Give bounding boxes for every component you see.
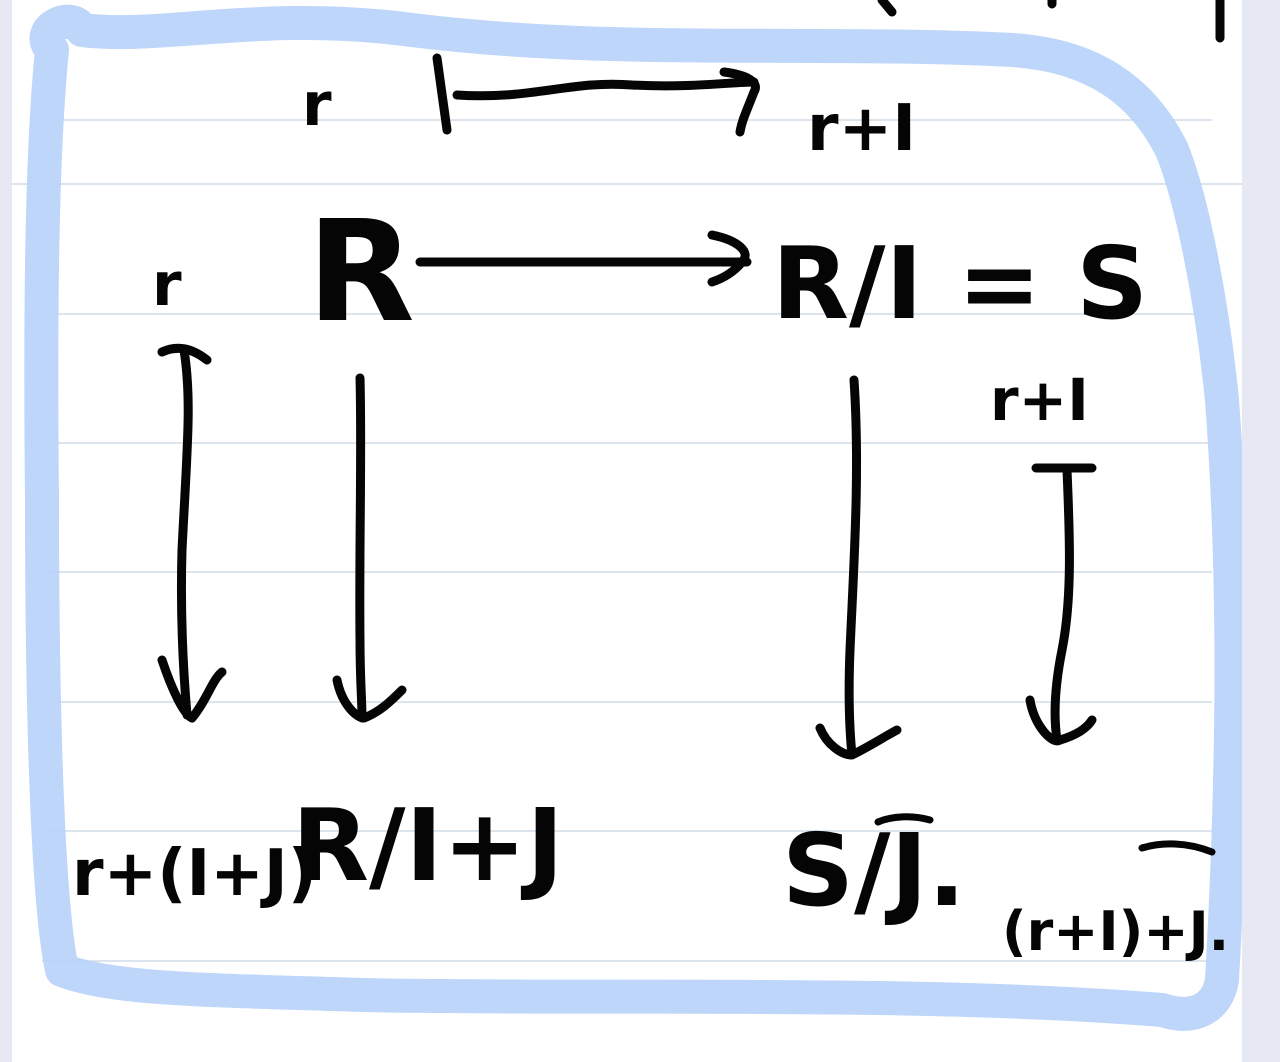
handwritten-diagram: r+I --> r r+I R/I = S --> r R R/I = S r+… <box>12 0 1242 1031</box>
left-double-arrow <box>157 343 227 723</box>
top-left-label: r <box>302 70 332 140</box>
stray-marks <box>877 0 1225 43</box>
left-margin-label: r <box>152 250 182 320</box>
top-map-arrow <box>432 53 760 137</box>
node-R: R <box>307 191 415 354</box>
S-down-arrow <box>815 375 902 760</box>
bottom-left-label: r+(I+J) <box>72 837 317 911</box>
right-down-arrow <box>1025 463 1097 746</box>
main-row: r R R/I = S <box>152 191 1148 354</box>
node-S-over-J: S/J. <box>782 812 966 929</box>
R-down-arrow <box>332 373 407 723</box>
bottom-right-label: (r+I)+J. <box>1002 900 1229 963</box>
node-R-over-I: R/I = S <box>772 225 1148 342</box>
notebook-page: r+I --> r r+I R/I = S --> r R R/I = S r+… <box>12 0 1242 1062</box>
ruled-lines <box>12 119 1242 962</box>
node-R-over-I-plus-J: R/I+J <box>292 787 564 904</box>
J-bar-right <box>1138 840 1216 856</box>
bottom-row: r+(I+J) R/I+J S/J. (r+I)+J. <box>72 787 1229 963</box>
vertical-arrows: r+I <box>157 343 1097 760</box>
highlight-box <box>24 4 1242 1031</box>
J-bar-left <box>874 813 934 826</box>
horizontal-arrow <box>415 230 752 287</box>
top-right-label: r+I <box>807 92 916 166</box>
right-rhs-label: r+I <box>990 366 1089 434</box>
top-map-row: r r+I <box>302 53 916 166</box>
